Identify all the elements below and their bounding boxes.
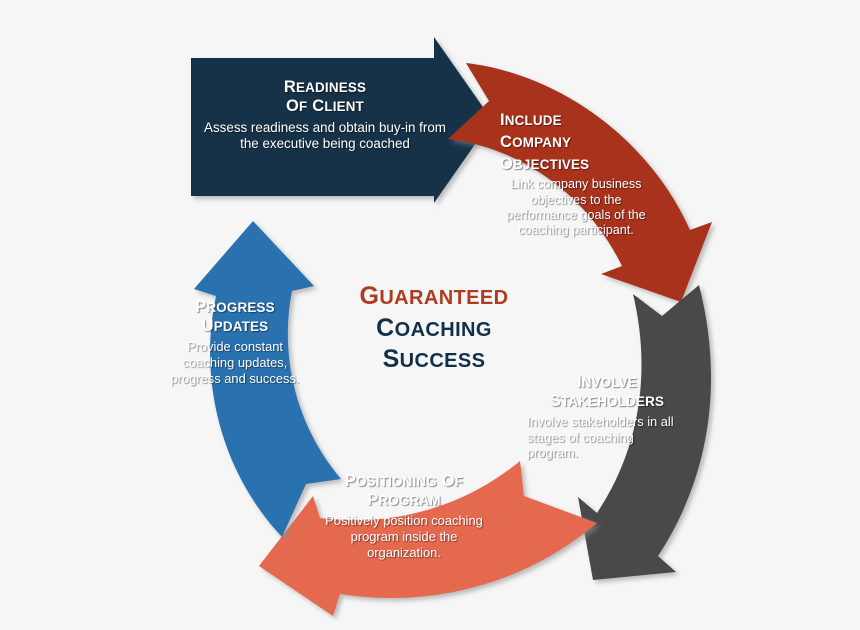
center-headline-line2: Coaching (376, 313, 492, 342)
segment-title-readiness-line2: of Client (285, 97, 365, 116)
segment-body-positioning: Positively position coaching program ins… (325, 512, 483, 560)
segment-title-include-line3: Objectives (500, 154, 590, 173)
segment-shape-readiness-of-client[interactable] (191, 37, 492, 203)
segment-title-readiness-line1: Readiness (283, 78, 367, 96)
segment-text-involve-stakeholders: Involve Stakeholders Involve stakeholder… (527, 373, 687, 461)
center-headline-line1: Guaranteed (359, 282, 509, 310)
center-headline: Guaranteed Coaching Success (318, 281, 550, 376)
segment-title-include-line2: Company (500, 132, 572, 151)
segment-body-involve: Involve stakeholders in all stages of co… (527, 413, 674, 461)
center-headline-line3: Success (382, 345, 486, 373)
segment-text-progress-updates: Progress Updates Provide constant coachi… (160, 298, 310, 387)
segment-text-positioning-of-program: Positioning of Program Positively positi… (314, 472, 494, 561)
segment-body-readiness: Assess readiness and obtain buy-in from … (204, 119, 446, 152)
segment-title-positioning-line1: Positioning of (344, 472, 464, 490)
segment-shape-progress-updates[interactable] (194, 221, 341, 537)
segment-title-positioning-line2: Program (367, 491, 441, 510)
segment-text-readiness-of-client: Readiness of Client Assess readiness and… (196, 78, 454, 153)
segment-title-involve-line2: Stakeholders (549, 392, 665, 411)
segment-body-include: Link company business objectives to the … (506, 177, 646, 238)
segment-shape-positioning-of-program[interactable] (259, 461, 597, 616)
segment-title-progress-line1: Progress (195, 298, 275, 316)
segment-shape-involve-stakeholders[interactable] (578, 285, 712, 580)
segment-body-progress: Provide constant coaching updates, progr… (170, 338, 300, 386)
segment-title-involve-line1: Involve (576, 373, 638, 391)
segment-title-progress-line2: Updates (201, 317, 269, 336)
segment-text-include-company-objectives: Include Company Objectives Link company … (500, 110, 660, 239)
segment-shape-include-company-objectives[interactable] (448, 63, 712, 302)
segment-title-include-line1: Include (500, 111, 562, 129)
